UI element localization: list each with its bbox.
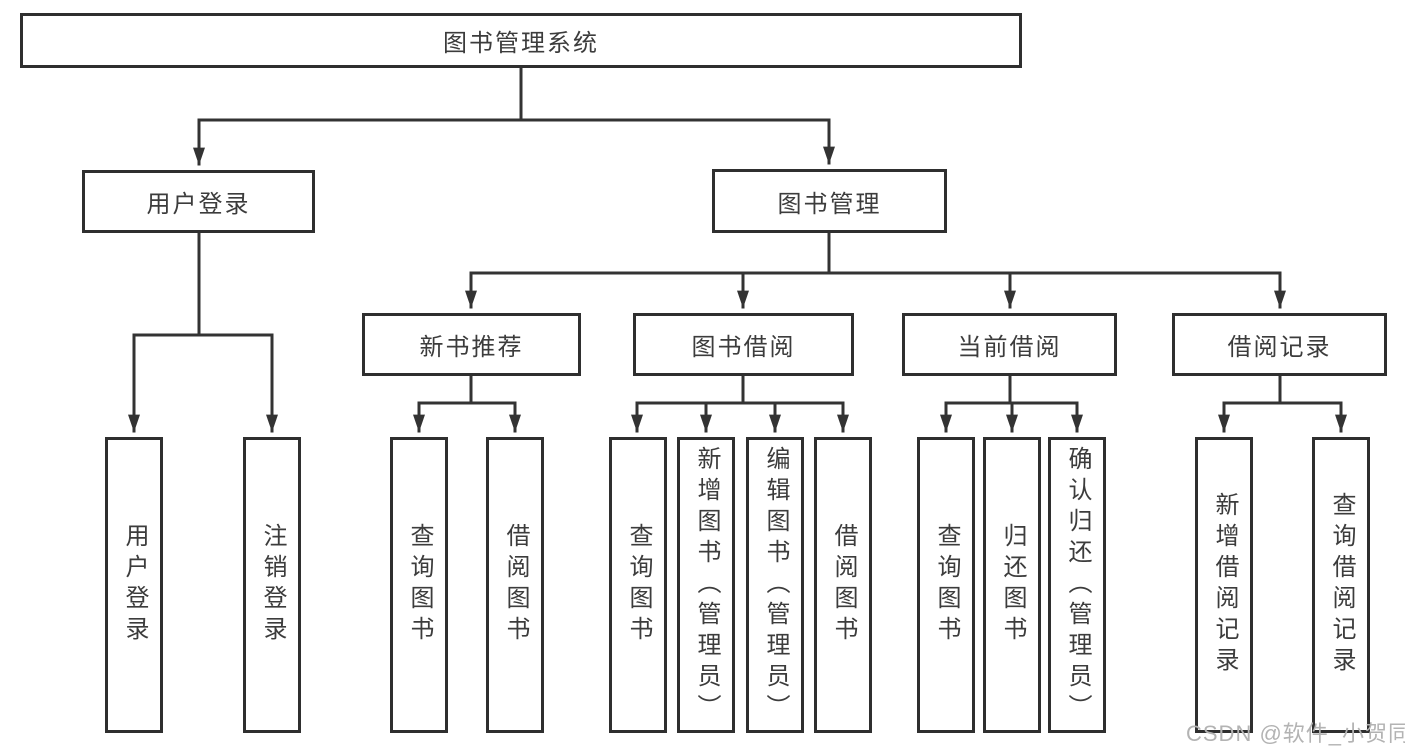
leaf-return-books: 归还图书 [983, 437, 1041, 733]
node-current-borrowing: 当前借阅 [902, 313, 1117, 376]
node-current-borrowing-label: 当前借阅 [957, 334, 1062, 361]
leaf-borrow-books-recommend-label: 借阅图书 [502, 523, 529, 647]
leaf-add-borrow-record-label: 新增借阅记录 [1211, 492, 1238, 678]
node-new-book-recommend-label: 新书推荐 [419, 334, 524, 361]
node-book-borrowing-label: 图书借阅 [691, 334, 796, 361]
node-borrowing-records-label: 借阅记录 [1227, 334, 1332, 361]
leaf-borrow-books-borrowing-label: 借阅图书 [830, 523, 857, 647]
leaf-add-books-admin: 新增图书（管理员） [677, 437, 735, 733]
node-library-system: 图书管理系统 [20, 13, 1022, 68]
leaf-edit-books-admin: 编辑图书（管理员） [746, 437, 804, 733]
leaf-query-borrow-record: 查询借阅记录 [1312, 437, 1370, 733]
leaf-add-borrow-record: 新增借阅记录 [1195, 437, 1253, 733]
leaf-borrow-books-borrowing: 借阅图书 [814, 437, 872, 733]
leaf-logout: 注销登录 [243, 437, 301, 733]
leaf-logout-label: 注销登录 [259, 523, 286, 647]
leaf-query-books-current-label: 查询图书 [933, 523, 960, 647]
node-new-book-recommend: 新书推荐 [362, 313, 581, 376]
node-book-management: 图书管理 [712, 169, 947, 233]
leaf-add-books-admin-label: 新增图书（管理员） [693, 445, 720, 725]
node-borrowing-records: 借阅记录 [1172, 313, 1387, 376]
node-user-login: 用户登录 [82, 170, 315, 233]
leaf-confirm-return-admin: 确认归还（管理员） [1048, 437, 1106, 733]
node-book-borrowing: 图书借阅 [633, 313, 854, 376]
leaf-borrow-books-recommend: 借阅图书 [486, 437, 544, 733]
leaf-edit-books-admin-label: 编辑图书（管理员） [762, 445, 789, 725]
leaf-user-login-label: 用户登录 [121, 523, 148, 647]
leaf-query-borrow-record-label: 查询借阅记录 [1328, 492, 1355, 678]
node-book-management-label: 图书管理 [777, 190, 882, 218]
leaf-query-books-borrowing-label: 查询图书 [625, 523, 652, 647]
leaf-return-books-label: 归还图书 [999, 523, 1026, 647]
leaf-query-books-recommend: 查询图书 [390, 437, 448, 733]
watermark: CSDN @软件_小贺同学 [1186, 721, 1405, 746]
leaf-confirm-return-admin-label: 确认归还（管理员） [1064, 445, 1091, 725]
node-library-system-label: 图书管理系统 [443, 30, 599, 57]
leaf-query-books-recommend-label: 查询图书 [406, 523, 433, 647]
leaf-query-books-current: 查询图书 [917, 437, 975, 733]
leaf-user-login: 用户登录 [105, 437, 163, 733]
leaf-query-books-borrowing: 查询图书 [609, 437, 667, 733]
node-user-login-label: 用户登录 [146, 191, 251, 218]
